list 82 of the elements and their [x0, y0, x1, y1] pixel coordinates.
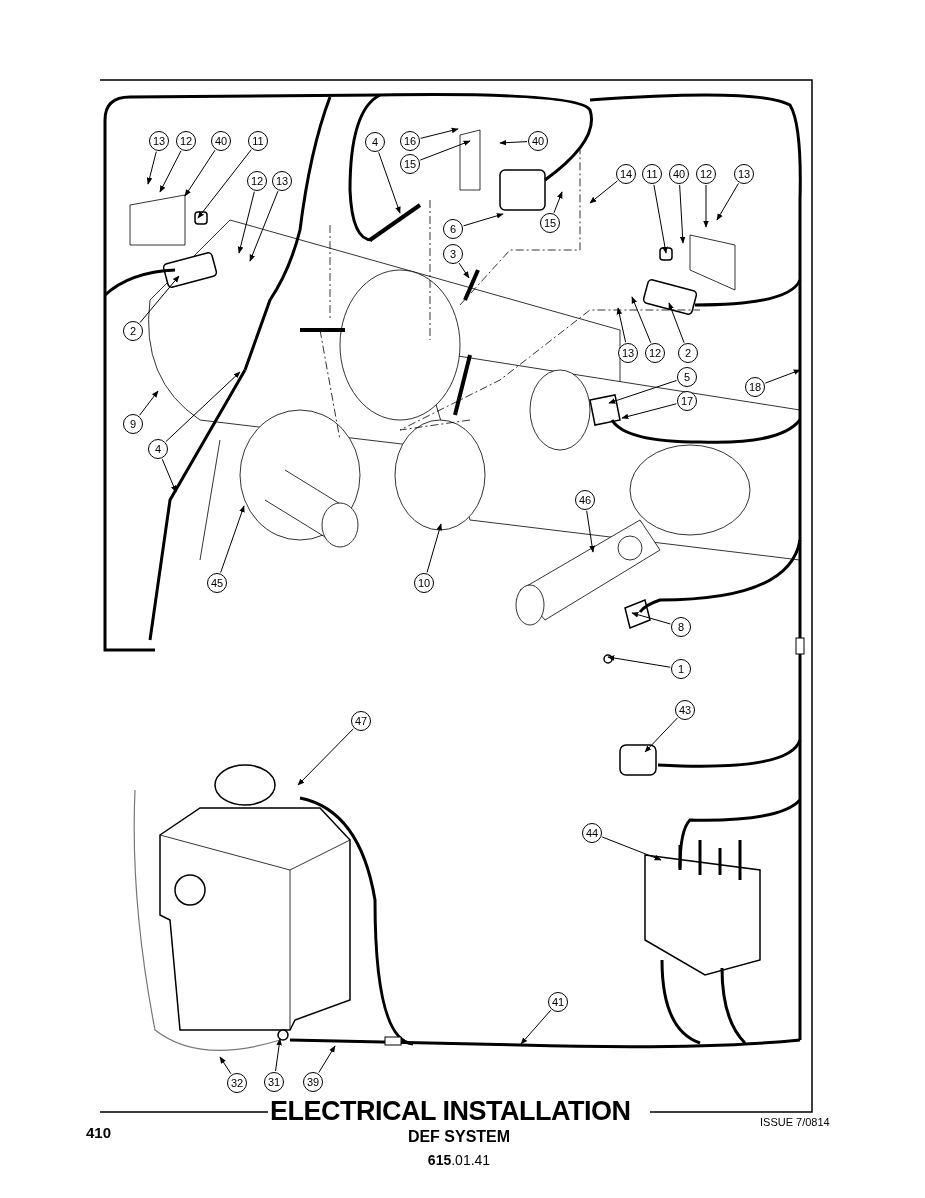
callout-number: 12 — [645, 343, 665, 363]
callout-number: 15 — [400, 154, 420, 174]
callout-number: 13 — [272, 171, 292, 191]
callout-number: 13 — [149, 131, 169, 151]
callout-number: 31 — [264, 1072, 284, 1092]
callout-number: 40 — [669, 164, 689, 184]
leader-line — [589, 180, 618, 204]
callout-number: 15 — [540, 213, 560, 233]
callout-number: 12 — [696, 164, 716, 184]
leader-line — [716, 183, 739, 221]
leader-line — [463, 213, 504, 227]
issue-note: ISSUE 7/0814 — [760, 1116, 830, 1128]
leader-line — [161, 458, 177, 493]
leader-line — [764, 369, 801, 384]
callout-number: 45 — [207, 573, 227, 593]
leader-line — [159, 150, 182, 193]
leader-line — [220, 505, 245, 574]
leader-line — [653, 184, 668, 254]
leader-line — [419, 140, 471, 161]
leader-line — [458, 262, 470, 279]
leader-line — [499, 139, 528, 146]
callout-number: 43 — [675, 700, 695, 720]
callout-number: 3 — [443, 244, 463, 264]
callout-number: 14 — [616, 164, 636, 184]
leader-line — [631, 296, 652, 344]
callout-number: 47 — [351, 711, 371, 731]
callout-number: 4 — [365, 132, 385, 152]
callout-number: 41 — [548, 992, 568, 1012]
leader-line — [668, 302, 685, 344]
leader-line — [378, 151, 401, 214]
leader-line — [197, 149, 252, 219]
callout-number: 40 — [528, 131, 548, 151]
callout-number: 5 — [677, 367, 697, 387]
subtitle: DEF SYSTEM — [406, 1128, 512, 1146]
leader-line — [607, 655, 671, 668]
callout-number: 12 — [176, 131, 196, 151]
callout-number: 40 — [211, 131, 231, 151]
callout-number: 39 — [303, 1072, 323, 1092]
leader-line — [553, 191, 563, 214]
leader-line — [139, 275, 180, 324]
callout-number: 12 — [247, 171, 267, 191]
leader-line — [586, 510, 595, 553]
callout-number: 10 — [414, 573, 434, 593]
callout-number: 11 — [642, 164, 662, 184]
leader-line — [426, 523, 442, 573]
leader-line — [249, 190, 279, 262]
leader-line — [608, 380, 678, 404]
leader-line — [420, 127, 459, 139]
callout-number: 18 — [745, 377, 765, 397]
leader-line — [318, 1045, 336, 1074]
callout-number: 11 — [248, 131, 268, 151]
page-title: ELECTRICAL INSTALLATION — [270, 1096, 631, 1127]
leader-line — [679, 184, 686, 244]
callout-number: 4 — [148, 439, 168, 459]
callout-number: 2 — [123, 321, 143, 341]
callout-number: 32 — [227, 1073, 247, 1093]
leader-line — [520, 1009, 552, 1045]
callout-number: 6 — [443, 219, 463, 239]
leader-line — [275, 1038, 282, 1072]
leader-line — [165, 371, 241, 442]
leader-line — [621, 403, 677, 420]
leader-line — [146, 151, 157, 185]
leader-line — [219, 1056, 232, 1075]
callout-number: 13 — [618, 343, 638, 363]
leader-line — [601, 836, 662, 861]
leader-line — [644, 717, 678, 753]
leader-line — [184, 149, 216, 197]
leader-line — [631, 612, 671, 625]
leader-line — [703, 184, 709, 228]
callout-number: 2 — [678, 343, 698, 363]
callout-number: 8 — [671, 617, 691, 637]
callout-number: 13 — [734, 164, 754, 184]
callout-number: 9 — [123, 414, 143, 434]
callout-number: 16 — [400, 131, 420, 151]
leader-line — [237, 191, 255, 254]
leader-line — [616, 307, 627, 343]
section-number: 615.01.41 — [426, 1152, 492, 1168]
page-number: 410 — [86, 1124, 112, 1141]
callout-number: 1 — [671, 659, 691, 679]
callout-number: 44 — [582, 823, 602, 843]
leader-line — [297, 728, 354, 786]
leader-line — [139, 390, 159, 416]
